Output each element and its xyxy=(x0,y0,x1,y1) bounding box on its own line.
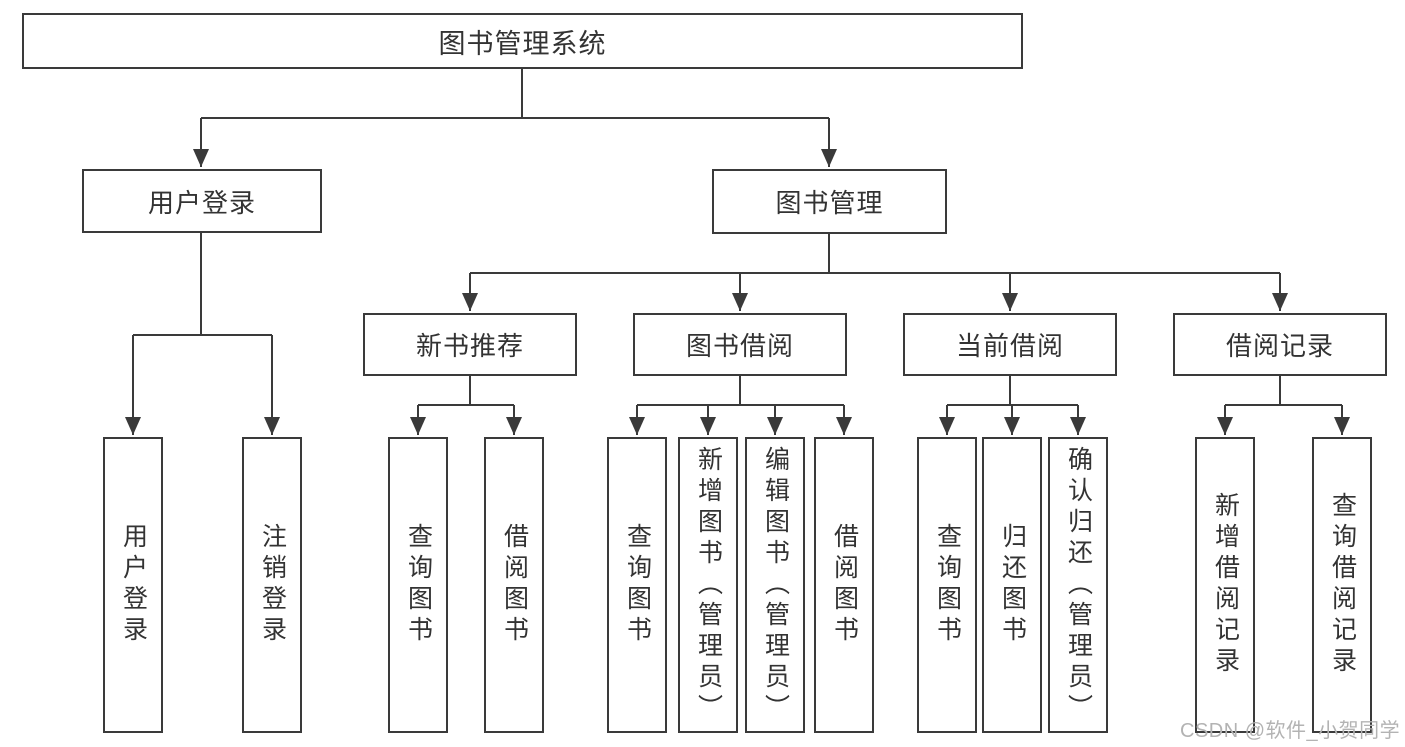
leaf-query-borrow-record-label: 查询借阅记录 xyxy=(1328,492,1357,678)
leaf-add-borrow-record: 新增借阅记录 xyxy=(1195,437,1255,733)
leaf-query-books-1: 查询图书 xyxy=(388,437,448,733)
leaf-edit-book-admin-label: 编辑图书（管理员） xyxy=(761,445,790,725)
leaf-borrow-books-2-label: 借阅图书 xyxy=(830,523,859,647)
leaf-edit-book-admin: 编辑图书（管理员） xyxy=(745,437,805,733)
node-borrow-records: 借阅记录 xyxy=(1173,313,1387,376)
node-borrow-records-label: 借阅记录 xyxy=(1225,331,1334,361)
leaf-borrow-books-1: 借阅图书 xyxy=(484,437,544,733)
wire-borrowrecord-bus xyxy=(1225,376,1342,406)
node-new-book-recommend: 新书推荐 xyxy=(363,313,577,376)
node-user-login-label: 用户登录 xyxy=(147,187,256,218)
node-user-login: 用户登录 xyxy=(82,169,322,233)
wire-userlogin-bus xyxy=(133,233,272,336)
node-root: 图书管理系统 xyxy=(22,13,1023,69)
wire-bookmgmt-bus xyxy=(470,234,1280,274)
leaf-borrow-books-2: 借阅图书 xyxy=(814,437,874,733)
node-book-borrow: 图书借阅 xyxy=(633,313,847,376)
wire-root-to-level2 xyxy=(201,68,829,119)
leaf-query-books-3-label: 查询图书 xyxy=(933,523,962,647)
leaf-logout: 注销登录 xyxy=(242,437,302,733)
leaf-user-login: 用户登录 xyxy=(103,437,163,733)
leaf-return-books: 归还图书 xyxy=(982,437,1042,733)
leaf-query-books-3: 查询图书 xyxy=(917,437,977,733)
leaf-add-book-admin-label: 新增图书（管理员） xyxy=(694,445,723,725)
node-book-management: 图书管理 xyxy=(712,169,947,234)
node-root-label: 图书管理系统 xyxy=(438,28,607,59)
leaf-query-books-2: 查询图书 xyxy=(607,437,667,733)
node-new-book-recommend-label: 新书推荐 xyxy=(415,331,524,361)
leaf-user-login-label: 用户登录 xyxy=(119,523,148,647)
node-book-borrow-label: 图书借阅 xyxy=(685,331,794,361)
leaf-query-borrow-record: 查询借阅记录 xyxy=(1312,437,1372,733)
leaf-query-books-2-label: 查询图书 xyxy=(623,523,652,647)
node-current-borrow: 当前借阅 xyxy=(903,313,1117,376)
leaf-logout-label: 注销登录 xyxy=(258,523,287,647)
wire-bookborrow-bus xyxy=(637,376,844,406)
leaf-return-books-label: 归还图书 xyxy=(998,523,1027,647)
leaf-confirm-return-admin-label: 确认归还（管理员） xyxy=(1064,445,1093,725)
leaf-borrow-books-1-label: 借阅图书 xyxy=(500,523,529,647)
leaf-add-borrow-record-label: 新增借阅记录 xyxy=(1211,492,1240,678)
node-book-management-label: 图书管理 xyxy=(775,188,884,218)
leaf-query-books-1-label: 查询图书 xyxy=(404,523,433,647)
csdn-watermark: CSDN @软件_小贺同学 xyxy=(1180,720,1401,742)
wire-newbook-bus xyxy=(418,376,514,406)
node-current-borrow-label: 当前借阅 xyxy=(955,331,1064,361)
leaf-confirm-return-admin: 确认归还（管理员） xyxy=(1048,437,1108,733)
leaf-add-book-admin: 新增图书（管理员） xyxy=(678,437,738,733)
wire-currentborrow-bus xyxy=(947,376,1078,406)
